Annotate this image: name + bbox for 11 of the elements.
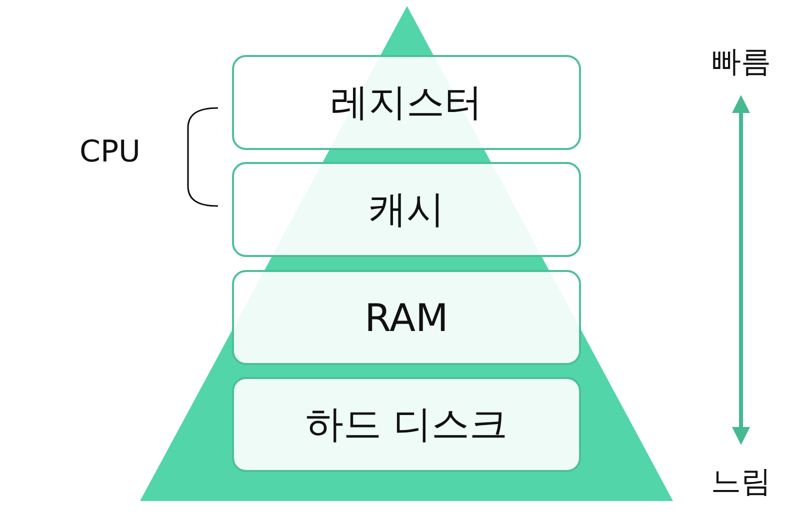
memory-level-box	[232, 270, 581, 365]
memory-level-box	[232, 377, 581, 472]
level-name: 캐시	[368, 186, 444, 233]
level-name: 하드 디스크	[305, 401, 508, 448]
group-label: CPU	[80, 134, 140, 170]
level-name: 레지스터	[330, 79, 482, 126]
memory-level-box	[232, 162, 581, 257]
speed-label: 빠름	[711, 44, 771, 82]
speed-label: 느림	[711, 464, 771, 502]
level-name: RAM	[364, 296, 448, 340]
memory-level-box	[232, 55, 581, 150]
